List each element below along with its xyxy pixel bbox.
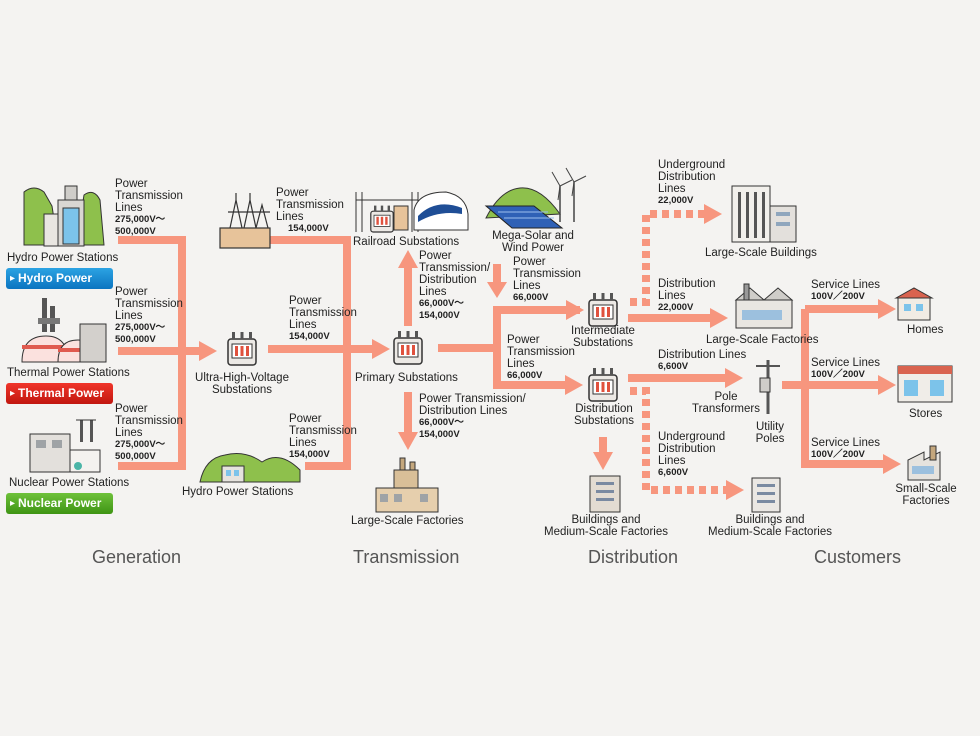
- intermediate-substation-icon: [588, 292, 618, 327]
- thermal-station-label: Thermal Power Stations: [7, 367, 130, 379]
- large-factory-icon-distribution: [734, 283, 794, 329]
- large-factory-icon-transmission: [375, 457, 439, 513]
- hydro2-station-icon: [199, 453, 301, 483]
- stage-distribution: Distribution: [588, 547, 679, 567]
- stores-label: Stores: [909, 408, 943, 420]
- homes-label: Homes: [907, 324, 944, 336]
- nuclear-station-label: Nuclear Power Stations: [9, 477, 130, 489]
- thermal-power-station-icon: [21, 298, 107, 363]
- large-factory-label-transmission: Large-Scale Factories: [351, 515, 464, 527]
- mega-solar-wind-icon: [484, 167, 587, 229]
- hydro-power-button[interactable]: Hydro Power: [6, 268, 113, 289]
- railroad-substation-label: Railroad Substations: [353, 236, 460, 248]
- small-factory-icon: [907, 445, 941, 481]
- home-icon: [894, 287, 934, 321]
- ptd-down-label: Power Transmission/Distribution Lines 66…: [419, 393, 526, 440]
- nuclear-power-button[interactable]: Nuclear Power: [6, 493, 113, 514]
- stage-customers: Customers: [814, 547, 902, 567]
- buildings-medium-factories-icon-2: [751, 477, 781, 513]
- railroad-substation-icon: [355, 191, 469, 233]
- arrowheads: [199, 250, 901, 474]
- nuclear-power-station-icon: [29, 419, 101, 473]
- uhv-substation-icon: [227, 331, 257, 366]
- stage-transmission: Transmission: [353, 547, 460, 567]
- primary-substation-label: Primary Substations: [355, 372, 458, 384]
- hydro2-station-label: Hydro Power Stations: [182, 486, 294, 498]
- buildings-medium-factories-icon-1: [589, 475, 621, 513]
- large-factories-label-distribution: Large-Scale Factories: [706, 334, 819, 346]
- large-building-icon: [731, 185, 797, 243]
- large-buildings-label: Large-Scale Buildings: [705, 247, 817, 259]
- solid-arrows: [118, 236, 885, 470]
- utility-pole-icon: [756, 360, 780, 414]
- dist-lines-6600-label: Distribution Lines 6,600V: [658, 349, 747, 372]
- primary-substation-icon: [393, 330, 423, 365]
- store-icon: [897, 365, 953, 403]
- substation-tower-icon: [219, 193, 271, 249]
- thermal-power-button[interactable]: Thermal Power: [6, 383, 113, 404]
- hydro-power-station-icon: [23, 185, 105, 247]
- hydro-station-label: Hydro Power Stations: [7, 252, 119, 264]
- underground-dashed-arrows: [630, 210, 728, 494]
- stage-generation: Generation: [92, 547, 182, 567]
- distribution-substation-icon: [588, 367, 618, 402]
